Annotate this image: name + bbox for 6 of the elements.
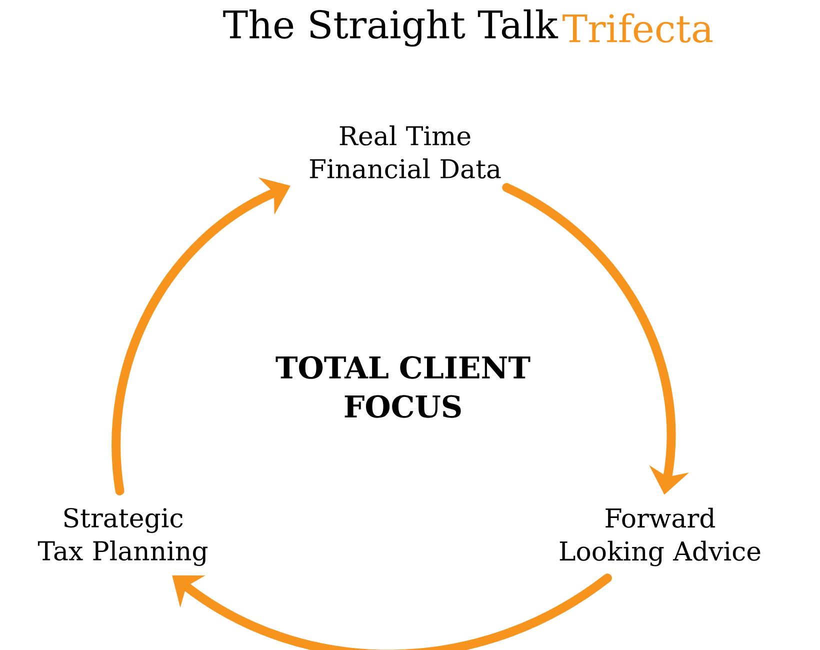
step-label: Forward Looking Advice (560, 508, 760, 566)
title: The Straight Talk (223, 9, 558, 47)
step-label: Strategic Tax Planning (38, 508, 208, 566)
center-text: TOTAL CLIENT FOCUS (276, 356, 530, 418)
step-label: Real Time Financial Data (310, 125, 501, 179)
title-highlight: Trifecta (562, 13, 713, 43)
